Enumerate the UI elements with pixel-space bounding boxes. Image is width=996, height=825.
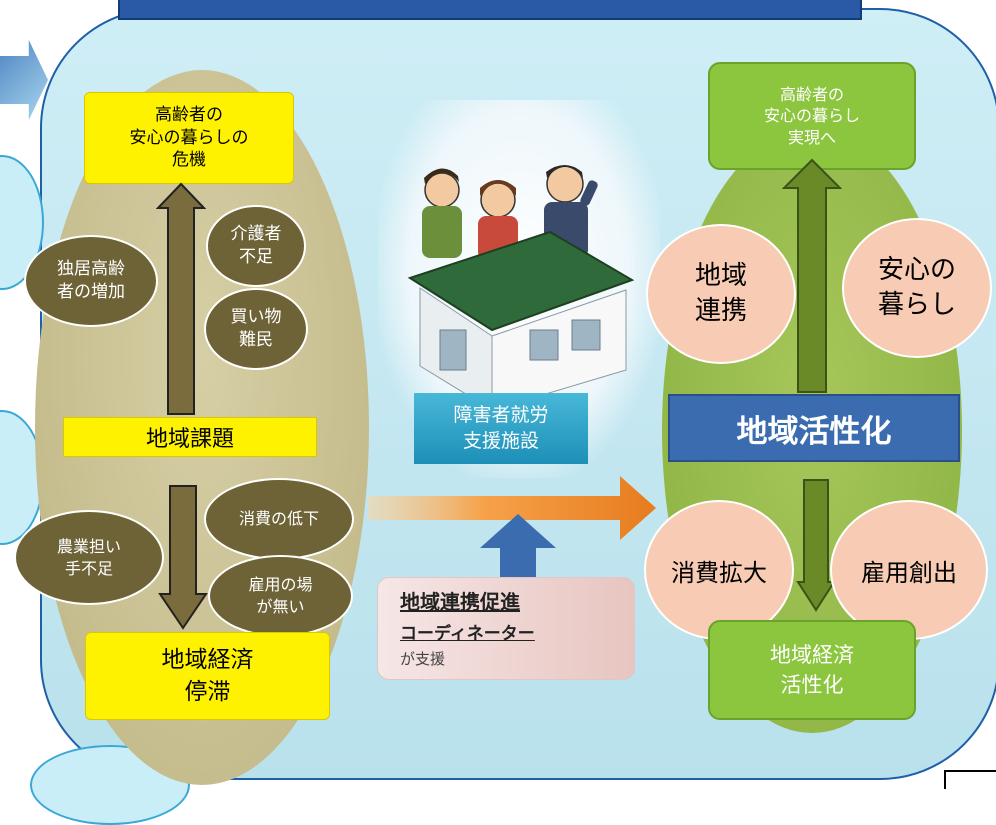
issue-circle-consumption: 消費の低下 [204, 478, 354, 560]
issue-circle-jobs: 雇用の場 が無い [208, 555, 353, 637]
left-center-label: 地域課題 [63, 417, 317, 457]
facility-label: 障害者就労 支援施設 [414, 393, 588, 464]
right-up-arrow-icon [782, 158, 842, 393]
right-down-arrow-icon [796, 479, 836, 612]
corner-box [944, 770, 996, 789]
coordinator-title: 地域連携促進 [400, 590, 520, 614]
circle-consumption-expansion: 消費拡大 [644, 500, 794, 640]
right-center-label: 地域活性化 [668, 394, 960, 462]
title-bar [118, 0, 862, 20]
support-up-arrow-icon [480, 514, 556, 578]
right-bottom-box: 地域経済 活性化 [708, 620, 916, 720]
circle-regional-cooperation: 地域 連携 [646, 224, 796, 364]
house-family-icon [407, 165, 635, 411]
up-arrow-icon [156, 182, 206, 415]
issue-circle-caregiver: 介護者 不足 [206, 205, 306, 287]
coordinator-subtitle: コーディネーター [400, 624, 535, 644]
down-arrow-icon [158, 485, 208, 630]
issue-circle-elderly-alone: 独居高齢 者の増加 [24, 235, 158, 327]
issue-circle-farming: 農業担い 手不足 [14, 510, 164, 605]
circle-job-creation: 雇用創出 [830, 500, 988, 640]
circle-safe-living: 安心の 暮らし [842, 218, 992, 358]
right-arrow-icon [368, 476, 656, 540]
coordinator-box: 地域連携促進 コーディネーター が支援 [377, 577, 635, 680]
coordinator-note: が支援 [400, 650, 446, 668]
right-top-box: 高齢者の 安心の暮らし 実現へ [708, 62, 916, 170]
issue-circle-shopping: 買い物 難民 [204, 288, 308, 370]
left-bottom-box: 地域経済 停滞 [85, 632, 330, 720]
left-top-box: 高齢者の 安心の暮らしの 危機 [84, 92, 294, 184]
